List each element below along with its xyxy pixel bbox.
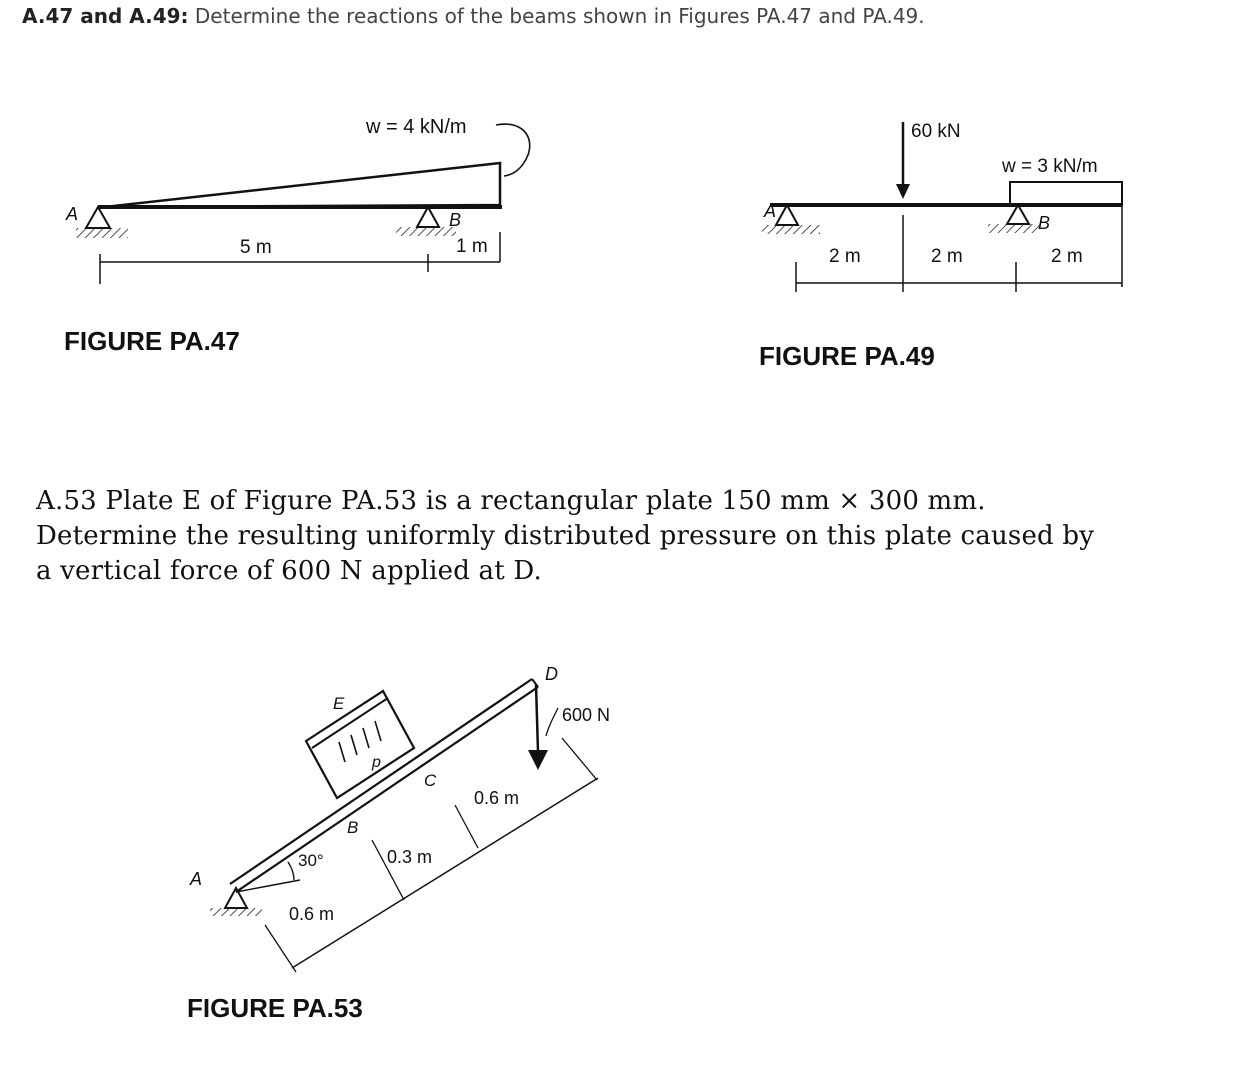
dimension-label-0-6m-b: 0.6 m [474,788,519,808]
problem-number: A.47 and A.49: [22,4,189,28]
dim-ext-b [371,839,405,901]
point-label-b-53: B [347,818,358,837]
pin-support-a [84,204,112,229]
dimension-label-2m-a: 2 m [829,246,861,267]
ground-hatch-b-49 [988,224,1040,233]
load-label-pa49: w = 3 kN/m [1001,156,1098,177]
figure-pa53: D 600 N E p A 30° B C 0.6 m 0.3 [189,664,610,973]
pin-support-a-49 [774,202,800,226]
dim-ext-a [264,924,297,973]
figure-title-pa49: FIGURE PA.49 [759,341,935,371]
pressure-label-p: p [371,754,381,771]
figure-pa49: w = 3 kN/m 60 kN A B 2 m 2 m 2 m [762,121,1123,292]
force-label-600n: 600 N [562,705,610,725]
force-leader [545,707,559,737]
pin-support-b [415,204,441,228]
force-arrowhead-600n [528,750,548,770]
support-label-a: A [65,204,78,224]
figure-pa47: w = 4 kN/m A B 5 m 1 m [65,116,531,284]
ground-hatch-b [396,227,456,236]
dimension-line-53 [291,777,599,969]
angle-arc [287,861,295,881]
angle-label: 30° [298,851,324,870]
inclined-bar-top [229,678,533,885]
dimension-label-2m-c: 2 m [1051,246,1083,267]
inclined-bar-bottom [235,686,539,893]
dimension-label-0-3m: 0.3 m [387,847,432,867]
dimension-label-5m: 5 m [240,237,272,258]
figure-title-pa53: FIGURE PA.53 [187,993,363,1023]
point-label-d: D [545,664,558,684]
plate-e-block [304,689,416,800]
dim-ext-d [561,737,598,781]
ground-hatch-a-49 [762,225,820,234]
uniform-load-box [1009,181,1123,206]
angle-reference-line [235,879,301,893]
problem-statement: Determine the reactions of the beams sho… [194,4,925,28]
load-leader-pa47 [495,123,531,177]
triangular-load [104,161,502,209]
dimension-label-2m-b: 2 m [931,246,963,267]
ground-hatch-a [76,228,128,238]
ground-hatch-a-53 [210,908,262,916]
load-label-pa47: w = 4 kN/m [365,116,467,138]
vertical-arm-d [534,684,540,753]
point-label-c-53: C [424,771,437,790]
pressure-arrows [338,720,382,763]
problem-heading: A.47 and A.49: Determine the reactions o… [22,4,925,28]
pin-support-b-49 [1005,203,1031,225]
figure-title-pa47: FIGURE PA.47 [64,326,240,356]
dimension-label-1m: 1 m [456,236,488,257]
support-label-b-49: B [1038,213,1050,233]
point-load-arrowhead [896,184,910,199]
dim-ext-c [454,804,479,849]
problem-53-text: A.53 Plate E of Figure PA.53 is a rectan… [36,486,1095,586]
point-label-a-53: A [189,869,202,889]
support-label-a-49: A [763,201,776,221]
dimension-label-0-6m-a: 0.6 m [289,904,334,924]
plate-label-e: E [333,694,345,713]
support-label-b: B [449,210,461,230]
plate-e-inner-edge [311,697,389,749]
point-load-label: 60 kN [911,121,961,142]
